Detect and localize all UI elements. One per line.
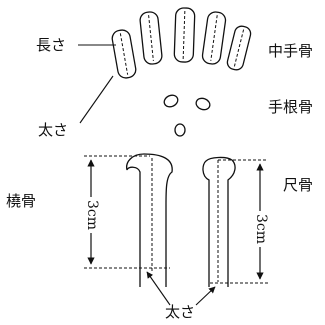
carpal-bone-2	[195, 96, 212, 111]
width-leader-top	[80, 76, 113, 123]
carpal-label: 手根骨	[268, 100, 313, 115]
carpal-bone-3	[175, 124, 185, 136]
metacarpal-bone-4	[201, 11, 226, 65]
carpal-bone-1	[162, 93, 179, 109]
radius-measure-label: 3cm	[85, 197, 99, 233]
metacarpal-bone-5	[226, 25, 252, 72]
radius-label: 橈骨	[6, 194, 36, 209]
ulna-label: 尺骨	[283, 178, 313, 193]
metacarpal-label: 中手骨	[268, 44, 313, 59]
width-label-top: 太さ	[38, 123, 68, 138]
radius-bone	[127, 154, 173, 287]
metacarpal-bone-2	[139, 11, 162, 65]
metacarpal-bone-1	[111, 29, 137, 79]
width-leader-bottom-right	[196, 287, 215, 305]
ulna-bone	[203, 157, 235, 287]
metacarpal-bone-3	[174, 8, 195, 63]
length-label: 長さ	[36, 38, 66, 53]
ulna-measure-label: 3cm	[254, 211, 268, 247]
width-label-bottom: 太さ	[165, 305, 195, 320]
